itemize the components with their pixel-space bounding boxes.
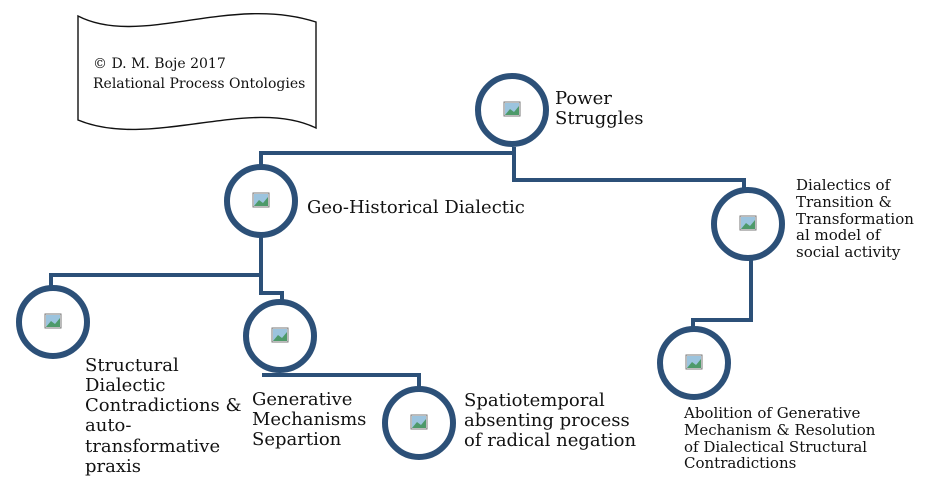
- label-power: Power Struggles: [555, 88, 644, 130]
- copyright-banner: [77, 12, 317, 131]
- node-geo: [224, 164, 298, 238]
- connector-dialectics-abolition: [691, 260, 753, 328]
- node-structural: [16, 285, 90, 359]
- image-placeholder-icon: [271, 327, 289, 343]
- image-placeholder-icon: [252, 192, 270, 208]
- node-abolition: [657, 326, 731, 400]
- copyright-text: © D. M. Boje 2017 Relational Process Ont…: [93, 56, 306, 93]
- node-power: [475, 73, 549, 147]
- image-placeholder-icon: [44, 313, 62, 329]
- node-spatio: [382, 386, 456, 460]
- node-generative: [243, 299, 317, 373]
- image-placeholder-icon: [503, 101, 521, 117]
- image-placeholder-icon: [739, 215, 757, 231]
- connector-power-dialectics: [512, 147, 746, 188]
- label-abolition: Abolition of Generative Mechanism & Reso…: [684, 404, 876, 473]
- connector-geo-generative: [259, 275, 284, 300]
- label-dialectics: Dialectics of Transition & Transformatio…: [796, 176, 914, 262]
- node-dialectics: [711, 187, 785, 261]
- label-generative: Generative Mechanisms Separtion: [252, 389, 367, 451]
- label-geo: Geo-Historical Dialectic: [307, 197, 525, 218]
- image-placeholder-icon: [685, 354, 703, 370]
- connector-geo-structural: [49, 273, 261, 286]
- connector-generative-spatio: [262, 373, 421, 387]
- image-placeholder-icon: [410, 414, 428, 430]
- label-structural: Structural Dialectic Contradictions & au…: [85, 355, 242, 477]
- connectors: [49, 147, 753, 387]
- connector-power-geo: [259, 147, 516, 166]
- label-spatio: Spatiotemporal absenting process of radi…: [464, 390, 637, 452]
